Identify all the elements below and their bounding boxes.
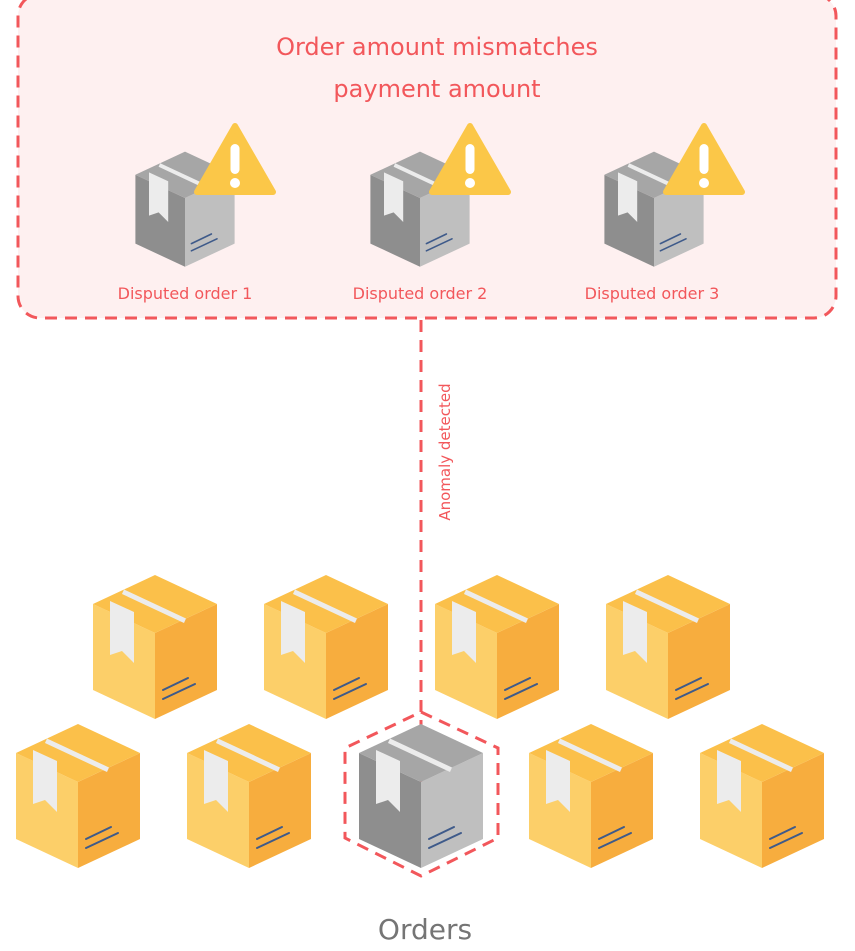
disputed-order-2-label: Disputed order 2 (353, 284, 488, 303)
disputed-order-3-label: Disputed order 3 (585, 284, 720, 303)
disputed-order-2: Disputed order 2 (353, 126, 508, 303)
order-box-icon (528, 723, 654, 869)
order-box-icon (605, 574, 731, 720)
order-box-icon (263, 574, 389, 720)
order-box-icon (434, 574, 560, 720)
panel-title-line2: payment amount (333, 75, 540, 103)
order-box-icon (92, 574, 218, 720)
disputed-order-1-label: Disputed order 1 (118, 284, 253, 303)
orders-row-2 (15, 723, 825, 869)
connector-label: Anomaly detected (436, 383, 454, 520)
orders-row-1 (92, 574, 731, 720)
order-box-icon (15, 723, 141, 869)
disputed-order-3: Disputed order 3 (585, 126, 742, 303)
panel-title-line1: Order amount mismatches (276, 33, 598, 61)
orders-label: Orders (378, 913, 472, 946)
disputed-order-1: Disputed order 1 (118, 126, 273, 303)
order-box-icon (186, 723, 312, 869)
anomaly-highlight-hexagon (343, 710, 500, 878)
anomalous-order-box-icon (358, 723, 484, 869)
order-box-icon (699, 723, 825, 869)
